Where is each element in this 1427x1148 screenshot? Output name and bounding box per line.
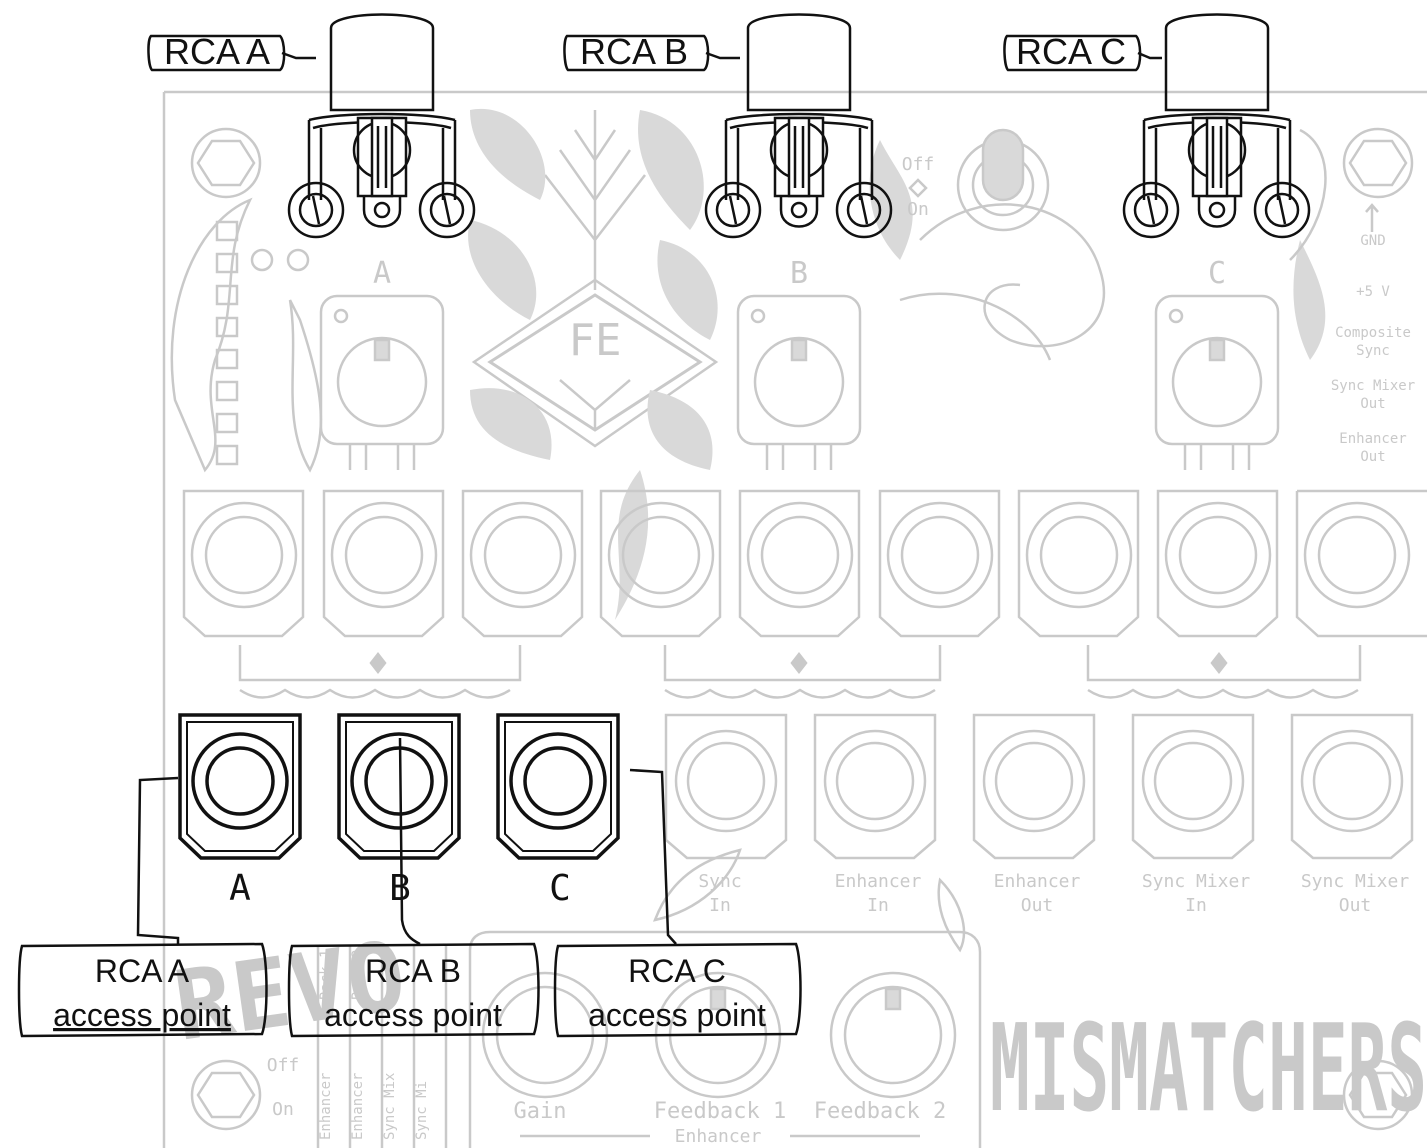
side-label-sync-mix-1: Sync Mix	[382, 1073, 398, 1140]
large-jack	[1156, 489, 1279, 638]
channel-a-label: A	[373, 256, 391, 291]
lower-jack	[972, 713, 1096, 860]
sync-mixer-in-label-2: In	[1185, 895, 1207, 916]
pot-a-outline	[319, 294, 445, 470]
pot-c-outline	[1154, 294, 1280, 470]
switch2-on-label: On	[272, 1099, 294, 1120]
screw-bottom-left	[190, 1059, 262, 1131]
switch-on-label: On	[907, 199, 929, 220]
rca-access-jack-a	[178, 713, 302, 860]
sync-mixer-in-label-1: Sync Mixer	[1142, 871, 1251, 892]
callout-rca-a-bottom	[17, 942, 268, 1038]
leader-line-b	[398, 737, 421, 946]
leaf-decorations	[468, 108, 1326, 620]
large-jack	[738, 489, 861, 638]
large-jack	[182, 489, 305, 638]
rca-connector-a	[287, 13, 476, 239]
callout-rca-a-top	[147, 34, 316, 72]
logo-text: FE	[569, 315, 622, 366]
lower-jack	[1290, 713, 1414, 860]
channel-c-label: C	[1208, 256, 1226, 291]
large-jack-row	[182, 489, 1427, 638]
rca-access-jack-b	[337, 713, 461, 860]
feedback-2-knob-label: Feedback 2	[814, 1099, 946, 1124]
screw-top-right	[1342, 127, 1414, 199]
module-panel-artwork: FE Off On	[162, 90, 1427, 1148]
led-column	[215, 220, 239, 466]
power-5v-label: +5 V	[1356, 284, 1390, 300]
sync-mixer-out-label-2: Out	[1339, 895, 1372, 916]
side-label-back-2: Back 2	[350, 949, 366, 1000]
lower-jack-row	[664, 713, 1414, 860]
callout-rca-a-top-label: RCA A	[164, 31, 270, 72]
enhancer-out-label-1: Enhancer	[994, 871, 1081, 892]
callout-rca-a-bottom-line2: access point	[53, 997, 231, 1033]
callout-rca-c-bottom-line2: access point	[588, 997, 766, 1033]
enhancer-in-label-1: Enhancer	[835, 871, 922, 892]
callout-rca-c-top	[1003, 34, 1162, 72]
side-label-back-1: Back 1	[318, 949, 334, 1000]
large-jack	[1017, 489, 1140, 638]
left-flourish-2	[288, 299, 323, 473]
panel-outline	[162, 90, 1427, 1148]
power-enhancer-label-1: Enhancer	[1339, 431, 1406, 447]
leader-line-c	[629, 768, 677, 945]
sync-mixer-out-label-1: Sync Mixer	[1301, 871, 1410, 892]
enhancer-in-label-2: In	[867, 895, 889, 916]
large-jack	[1295, 489, 1427, 638]
center-logo-diamond	[471, 278, 719, 448]
pot-b-outline	[736, 294, 862, 470]
jack-letter-b: B	[389, 868, 411, 909]
large-jack	[322, 489, 445, 638]
panel-toggle-switch	[956, 128, 1050, 232]
power-enhancer-label-2: Out	[1360, 449, 1385, 465]
leader-line-a	[136, 776, 180, 944]
power-syncmix-label-1: Sync Mixer	[1331, 378, 1415, 394]
brand-right-wordmark: MISMATCHERS	[990, 1000, 1427, 1139]
enhancer-out-label-2: Out	[1021, 895, 1054, 916]
callout-rca-a-bottom-line1: RCA A	[95, 953, 190, 989]
right-swirl	[919, 203, 1106, 348]
power-syncmix-label-2: Out	[1360, 396, 1385, 412]
lower-jack	[664, 713, 788, 860]
large-jack	[878, 489, 1001, 638]
side-label-enhancer-1: Enhancer	[318, 1073, 334, 1140]
screw-top-left	[190, 127, 262, 199]
side-label-sync-mix-2: Sync Mi	[414, 1081, 430, 1140]
rca-access-jack-c	[496, 713, 620, 860]
lower-jack	[1131, 713, 1255, 860]
enhancer-section-label: Enhancer	[675, 1126, 762, 1147]
jack-letter-c: C	[549, 868, 571, 909]
tree-trunk	[544, 110, 646, 290]
gain-knob-label: Gain	[514, 1099, 567, 1124]
large-jack	[599, 489, 722, 638]
screw-bottom-right	[1342, 1059, 1414, 1131]
callout-rca-b-bottom-line2: access point	[324, 997, 502, 1033]
callout-rca-c-bottom-line1: RCA C	[628, 953, 726, 989]
callout-rca-b-bottom	[287, 942, 540, 1038]
sync-in-label-1: Sync	[698, 871, 741, 892]
channel-b-label: B	[790, 256, 808, 291]
callout-rca-b-bottom-line1: RCA B	[365, 953, 461, 989]
switch2-off-label: Off	[267, 1055, 300, 1076]
jack-letter-a: A	[229, 868, 251, 909]
power-gnd-label: GND	[1360, 233, 1385, 249]
lower-jack	[813, 713, 937, 860]
switch-off-label: Off	[902, 154, 935, 175]
callout-rca-b-top-label: RCA B	[580, 31, 688, 72]
power-composite-label-2: Sync	[1356, 343, 1390, 359]
side-label-enhancer-2: Enhancer	[350, 1073, 366, 1140]
large-jack	[461, 489, 584, 638]
channel-brackets	[238, 645, 1362, 699]
rca-connector-b	[704, 13, 893, 239]
callout-rca-b-top	[563, 34, 740, 72]
rca-connector-c	[1122, 13, 1311, 239]
callout-rca-c-bottom	[553, 942, 802, 1038]
sync-in-label-2: In	[709, 895, 731, 916]
left-flourish	[170, 197, 253, 473]
power-composite-label-1: Composite	[1335, 325, 1411, 341]
feedback-1-knob-label: Feedback 1	[654, 1099, 786, 1124]
callout-rca-c-top-label: RCA C	[1016, 31, 1126, 72]
